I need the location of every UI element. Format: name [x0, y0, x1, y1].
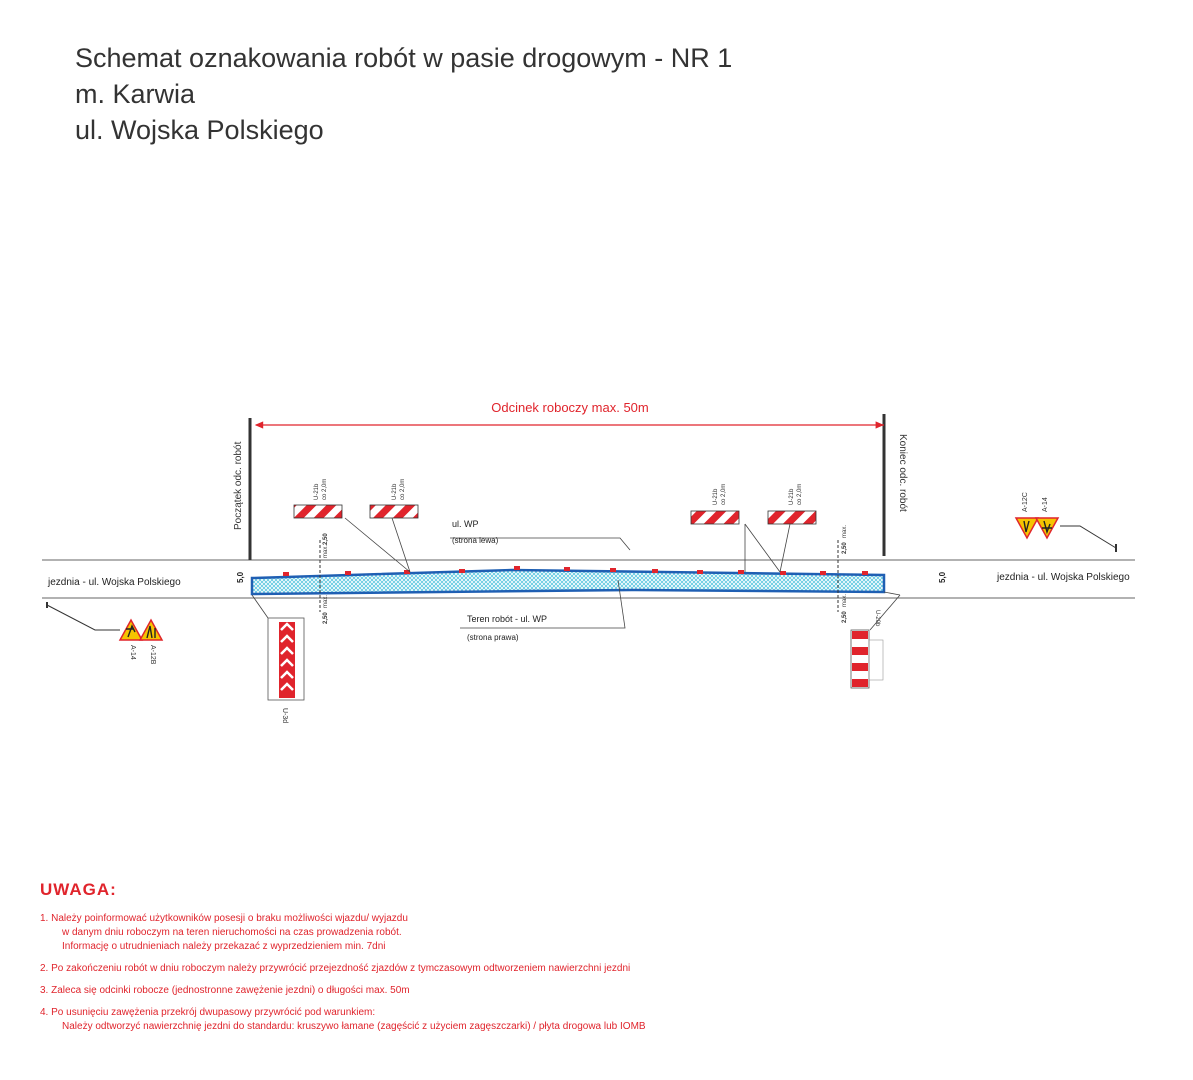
- leader-work: [460, 579, 626, 629]
- lane-width-left: 5,0: [236, 571, 245, 583]
- barrier-u21b-right-a: U-21b co 2,0m: [690, 484, 740, 525]
- label-work: Teren robót - ul. WP: [467, 614, 547, 624]
- warning-signs-right: A-12C A-14: [1014, 492, 1117, 552]
- notes-heading: UWAGA:: [40, 880, 117, 899]
- diagram-title: Schemat oznakowania robót w pasie drogow…: [75, 43, 733, 73]
- svg-text:A-14: A-14: [129, 645, 136, 660]
- svg-text:2,50: 2,50: [842, 611, 848, 623]
- label-wp-side: (strona lewa): [452, 536, 499, 545]
- svg-text:max.: max.: [323, 595, 329, 608]
- svg-text:U-3d: U-3d: [281, 708, 288, 723]
- label-wp: ul. WP: [452, 519, 479, 529]
- town-name: m. Karwia: [75, 79, 196, 109]
- leader-wp: [450, 537, 631, 551]
- svg-text:U-21b: U-21b: [314, 483, 320, 500]
- note-2: 2. Po zakończeniu robót w dniu roboczym …: [40, 963, 631, 974]
- traffic-cones: [283, 566, 868, 576]
- svg-text:U-21b: U-21b: [392, 483, 398, 500]
- note-3: 3. Zaleca się odcinki robocze (jednostro…: [40, 985, 410, 996]
- sign-u3d: U-3d: [251, 594, 305, 723]
- svg-text:co 2,0m: co 2,0m: [797, 484, 803, 505]
- street-name: ul. Wojska Polskiego: [75, 115, 324, 145]
- svg-text:U-21b: U-21b: [713, 488, 719, 505]
- svg-text:co 2,0m: co 2,0m: [721, 484, 727, 505]
- label-work-side: (strona prawa): [467, 633, 519, 642]
- svg-text:A-12C: A-12C: [1022, 492, 1029, 512]
- svg-text:co 2,0m: co 2,0m: [400, 479, 406, 500]
- svg-text:2,50: 2,50: [323, 533, 329, 545]
- svg-text:2,50: 2,50: [842, 542, 848, 554]
- svg-text:max.: max.: [323, 545, 329, 558]
- warning-signs-left: A-14 A-12B: [46, 602, 164, 665]
- dimension-right: max. 2,50 max. 2,50: [837, 525, 848, 623]
- svg-text:max.: max.: [842, 594, 848, 607]
- road-label-right: jezdnia - ul. Wojska Polskiego: [996, 572, 1130, 583]
- title-block: Schemat oznakowania robót w pasie drogow…: [75, 40, 732, 148]
- svg-text:A-14: A-14: [1042, 497, 1049, 512]
- svg-text:co 2,0m: co 2,0m: [322, 479, 328, 500]
- signage-diagram: Początek odc. robót Koniec odc. robót Od…: [42, 400, 1135, 723]
- sign-u20b: U-20b: [850, 591, 901, 689]
- end-label: Koniec odc. robót: [897, 434, 908, 512]
- svg-text:2,50: 2,50: [323, 612, 329, 624]
- start-label: Początek odc. robót: [233, 441, 244, 530]
- svg-text:A-12B: A-12B: [149, 645, 156, 665]
- svg-text:max.: max.: [842, 525, 848, 538]
- svg-text:U-21b: U-21b: [789, 488, 795, 505]
- road-label-left: jezdnia - ul. Wojska Polskiego: [47, 577, 181, 588]
- svg-text:U-20b: U-20b: [874, 610, 880, 627]
- barrier-u21b-left-a: U-21b co 2,0m: [293, 479, 343, 519]
- barrier-u21b-right-b: U-21b co 2,0m: [767, 484, 817, 525]
- span-label: Odcinek roboczy max. 50m: [491, 400, 649, 415]
- notes-section: UWAGA: 1. Należy poinformować użytkownik…: [40, 880, 1140, 1042]
- lane-width-right: 5,0: [938, 571, 947, 583]
- dimension-left: max. 2,50 max. 2,50: [319, 533, 329, 624]
- note-1: 1. Należy poinformować użytkowników pose…: [40, 913, 408, 952]
- barrier-u21b-left-b: U-21b co 2,0m: [369, 479, 419, 519]
- note-4: 4. Po usunięciu zawężenia przekrój dwupa…: [40, 1007, 646, 1032]
